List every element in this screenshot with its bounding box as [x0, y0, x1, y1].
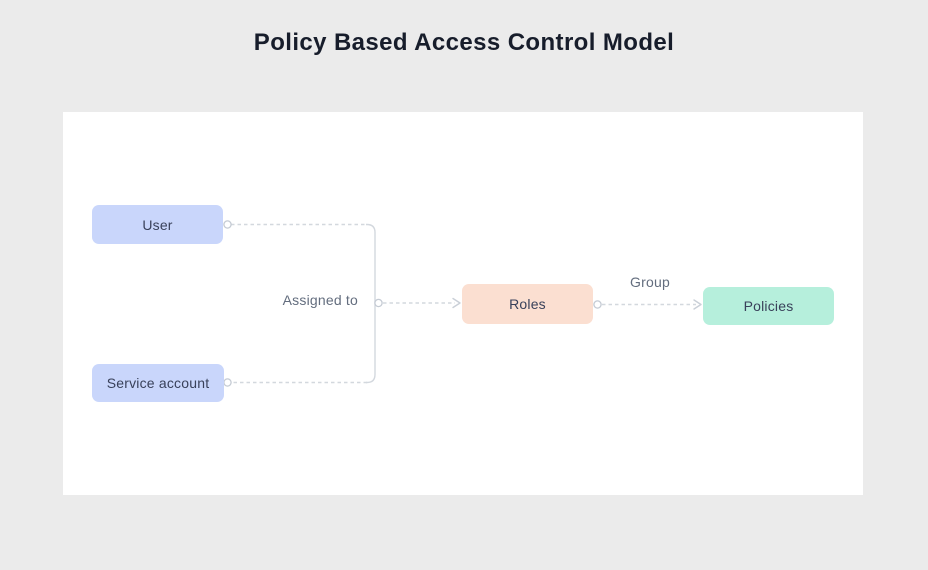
- node-service-account: Service account: [92, 364, 224, 402]
- node-roles-label: Roles: [509, 296, 546, 312]
- arrowhead-to-roles-icon: [452, 297, 461, 309]
- node-policies: Policies: [703, 287, 834, 325]
- edge-merge-bracket: [366, 223, 376, 384]
- node-policies-label: Policies: [743, 298, 794, 314]
- node-roles: Roles: [462, 284, 593, 324]
- arrowhead-to-policies-icon: [693, 299, 702, 310]
- port-user-icon: [223, 220, 232, 229]
- diagram-canvas: User Service account Roles Policies Assi…: [63, 112, 863, 495]
- node-user-label: User: [142, 216, 173, 233]
- node-service-account-label: Service account: [106, 375, 210, 391]
- edge-label-assigned-to: Assigned to: [282, 292, 358, 308]
- page-title: Policy Based Access Control Model: [253, 29, 675, 56]
- connector-layer: [223, 220, 702, 387]
- port-junction-icon: [374, 298, 383, 308]
- port-service-account-icon: [223, 378, 232, 387]
- node-user: User: [92, 205, 223, 244]
- port-roles-icon: [593, 300, 602, 309]
- edge-label-group: Group: [630, 274, 670, 290]
